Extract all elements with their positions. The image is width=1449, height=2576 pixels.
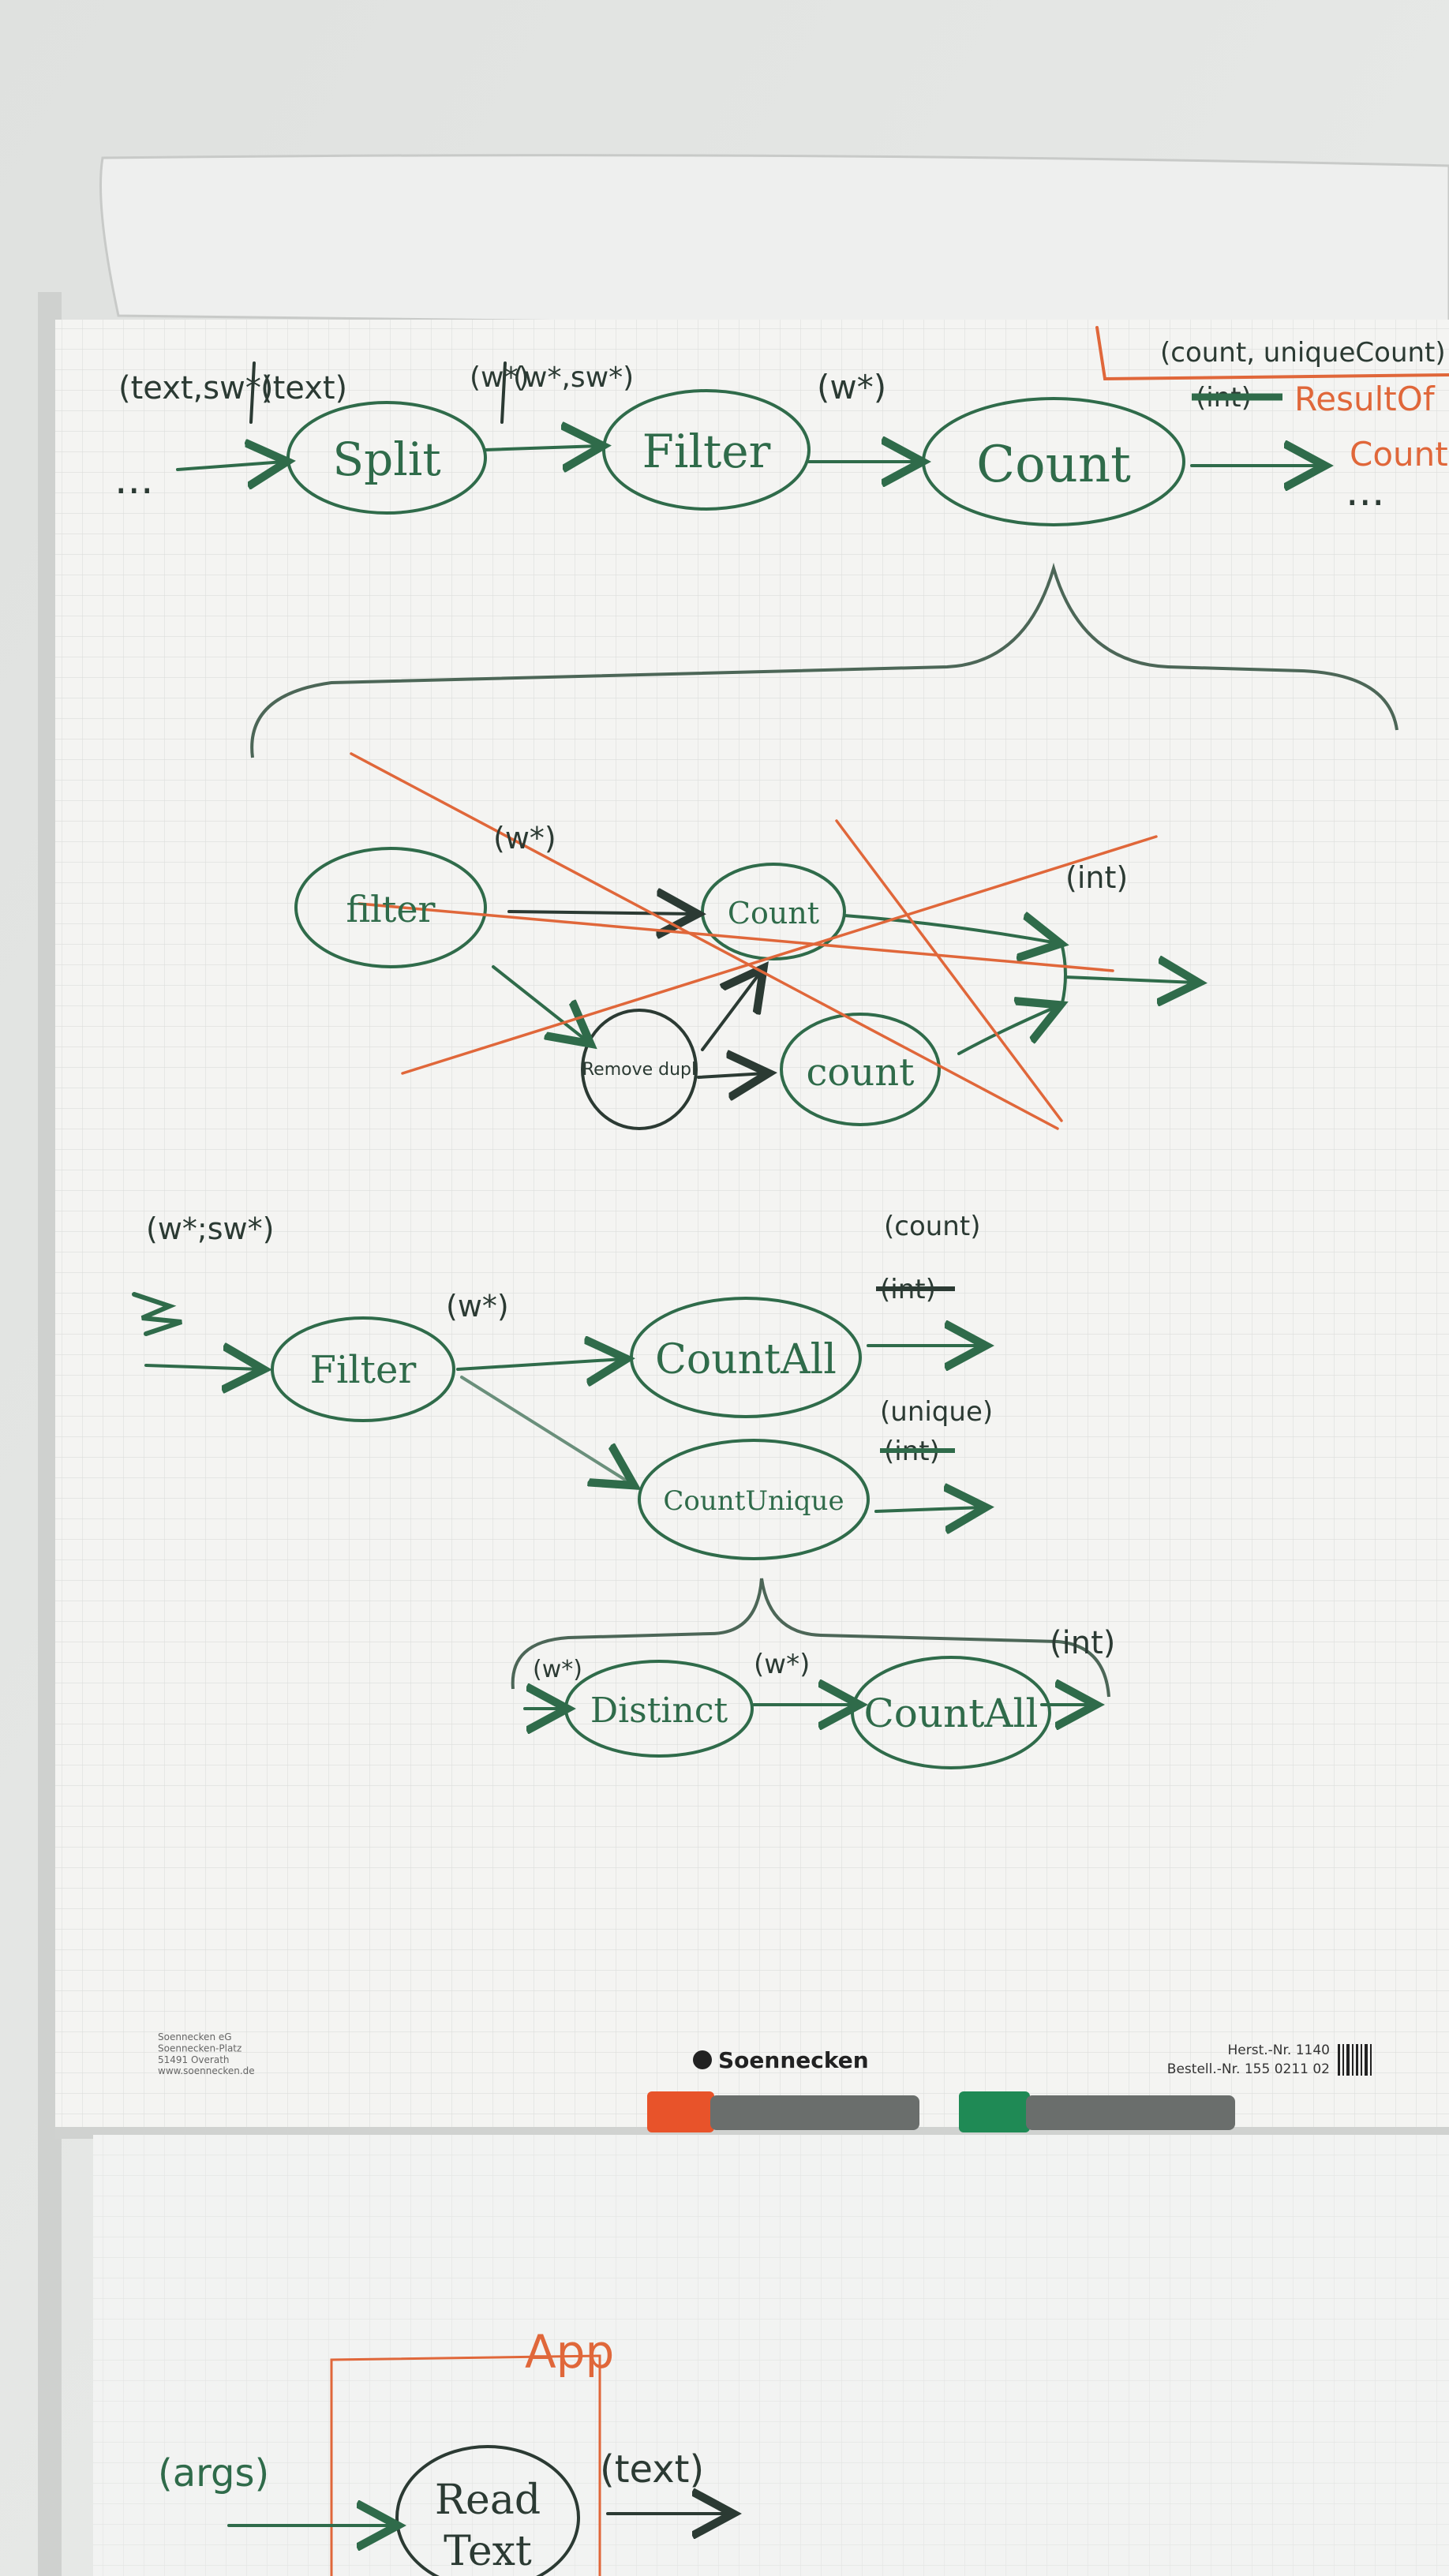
- orange-marker: [647, 2091, 919, 2132]
- arrow-remove-counttop: [701, 971, 762, 1051]
- filter-label: Filter: [642, 425, 771, 478]
- arrow-in-split: [176, 462, 284, 470]
- input-type-label-2: (text): [260, 370, 347, 406]
- type-w-label-2: (w*): [817, 368, 886, 406]
- args-label: (args): [158, 2451, 269, 2496]
- type-divider-2: [500, 361, 507, 424]
- type-w-mid: (w*): [754, 1649, 810, 1680]
- section3-text: (w*;sw*) Filter (w*) CountAll (count) (i…: [146, 1211, 993, 1517]
- arrow-filter-countunique: [460, 1376, 631, 1484]
- remove-dupl-label: Remove dupl: [582, 1060, 696, 1080]
- arrow-split-filter: [484, 446, 600, 450]
- result-of-label: ResultOf: [1294, 380, 1436, 418]
- merge-fork: [1060, 943, 1196, 1006]
- arrow-countbottom-merge: [957, 1006, 1058, 1055]
- app-box: [330, 2354, 601, 2576]
- in-type-label: (w*;sw*): [146, 1211, 274, 1246]
- arrow-in-filter3: [144, 1365, 260, 1369]
- page2-diagram: [227, 2354, 730, 2576]
- remove-dupl-node: [581, 1009, 698, 1130]
- countunique-brace: [511, 1578, 1110, 1698]
- page2-text: App (args) Read Text (text): [158, 2325, 704, 2575]
- sheet-grid: [55, 320, 1449, 2127]
- dots-left: ...: [114, 456, 154, 504]
- crossout-line-4: [358, 902, 1114, 972]
- filter2-label: filter: [346, 888, 435, 930]
- filter3-node: [271, 1316, 455, 1422]
- brand-name: Soennecken: [718, 2047, 869, 2073]
- section-final-design: [132, 1292, 983, 1560]
- herst-number: Herst.-Nr. 1140: [1227, 2042, 1330, 2058]
- section-countunique-detail: [523, 1656, 1093, 1769]
- text-label: Text: [444, 2528, 532, 2575]
- section-crossed-out-design: [294, 752, 1196, 1130]
- section2-text: filter (w*) Count (int) Remove dupl coun…: [346, 821, 1128, 1095]
- count-bottom-label: count: [807, 1050, 915, 1095]
- bestell-number: Bestell.-Nr. 155 0211 02: [1167, 2061, 1330, 2077]
- type-w-label-4: (w*): [446, 1289, 509, 1324]
- distinct-label: Distinct: [590, 1690, 728, 1731]
- count-out-label: (count): [884, 1211, 980, 1242]
- scribble: [132, 1292, 182, 1336]
- green-marker: [959, 2091, 1235, 2132]
- countunique-label: CountUnique: [663, 1485, 844, 1517]
- crossout-line-2: [401, 835, 1158, 1075]
- crossout-line-1: [350, 752, 1059, 1130]
- read-label: Read: [435, 2477, 541, 2524]
- arrow-countunique-out: [874, 1507, 983, 1511]
- type-wsw-label: (w*,sw*): [513, 361, 634, 394]
- expansion-brace: [250, 562, 1398, 758]
- int-label: (int): [1065, 860, 1128, 895]
- section1-text: (text,sw*) (text) Split (w*) (w*,sw*) Fi…: [114, 337, 1449, 515]
- arrow-remove-count: [697, 1073, 766, 1077]
- countall2-label: CountAll: [864, 1690, 1039, 1736]
- section-pipeline-overview: [176, 326, 1449, 526]
- count-label: Count: [976, 436, 1131, 494]
- brand-logo: [693, 2050, 712, 2069]
- filter3-label: Filter: [310, 1348, 417, 1392]
- type-w-in: (w*): [533, 1656, 582, 1683]
- barcode: [1338, 2044, 1372, 2076]
- arrow-counttop-merge: [843, 915, 1058, 943]
- app-label: App: [525, 2325, 614, 2379]
- type-w-label-3: (w*): [493, 821, 556, 856]
- text-out-label: (text): [600, 2447, 704, 2492]
- countunique-node: [638, 1439, 870, 1560]
- arrow-filter-count-top: [507, 912, 695, 914]
- int-out-label: (int): [1050, 1625, 1115, 1661]
- arrow-filter-countall: [456, 1359, 623, 1369]
- count-top-label: Count: [728, 896, 819, 930]
- count-bottom-node: [780, 1013, 941, 1126]
- unique-out-label: (unique): [880, 1396, 993, 1428]
- result-box: [1095, 326, 1449, 381]
- second-sheet-grid: [93, 2135, 1449, 2576]
- counts-label: Counts: [1350, 435, 1449, 474]
- input-type-label: (text,sw*): [118, 370, 273, 406]
- type-w-label: (w*): [470, 361, 530, 394]
- countall-label: CountAll: [655, 1336, 837, 1383]
- dots-right: ...: [1346, 468, 1385, 515]
- split-label: Split: [332, 432, 440, 486]
- filter2-node: [294, 847, 487, 968]
- output-type-label: (count, uniqueCount): [1160, 337, 1446, 369]
- section4-text: (w*) Distinct (w*) CountAll (int): [533, 1625, 1115, 1736]
- paper-roll: [99, 154, 1449, 333]
- crossout-line-3: [835, 819, 1063, 1122]
- arrow-filter-remove: [492, 965, 588, 1042]
- type-divider-1: [249, 361, 256, 424]
